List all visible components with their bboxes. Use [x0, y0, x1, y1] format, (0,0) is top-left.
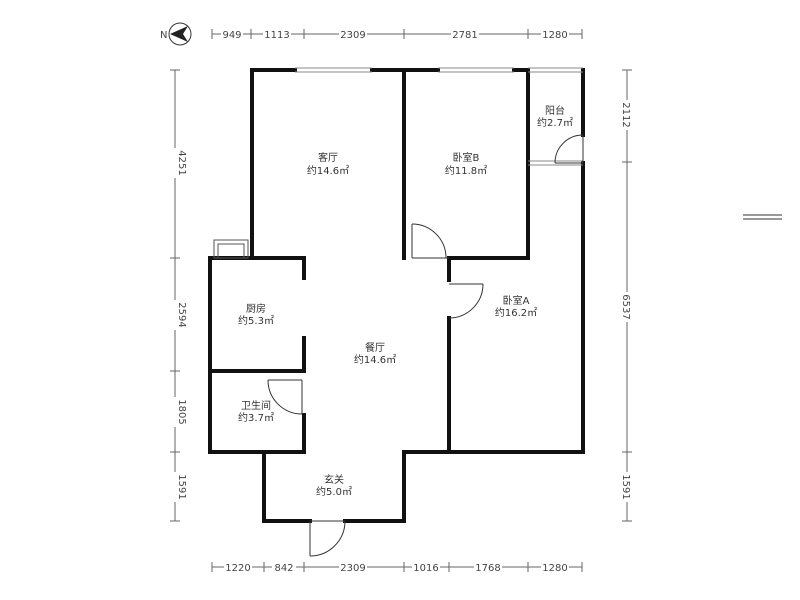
room-area: 约3.7㎡ — [238, 411, 274, 424]
north-arrow-icon — [168, 22, 192, 46]
left-dim-4: 1591 — [176, 474, 187, 499]
right-dim-3: 1591 — [620, 474, 631, 499]
legend-mark — [743, 214, 782, 220]
compass-label: N — [160, 30, 167, 41]
bottom-dim-5: 1768 — [475, 563, 500, 574]
top-dim-4: 2781 — [452, 30, 477, 41]
room-area: 约5.3㎡ — [238, 314, 274, 327]
bottom-dim-6: 1280 — [542, 563, 567, 574]
doors — [267, 134, 584, 557]
room-bedroom-a: 卧室A 约16.2㎡ — [495, 294, 537, 319]
room-living-room: 客厅 约14.6㎡ — [307, 151, 349, 177]
left-dim-1: 4251 — [176, 150, 187, 175]
right-dim-2: 6537 — [620, 294, 631, 319]
room-area: 约11.8㎡ — [445, 164, 487, 177]
room-name: 厨房 — [246, 302, 266, 315]
left-dim-2: 2594 — [176, 302, 187, 327]
left-dimension-line — [169, 69, 181, 522]
windows — [213, 67, 583, 259]
bottom-dimension-line — [211, 561, 583, 573]
bottom-dim-2: 842 — [274, 563, 293, 574]
room-area: 约16.2㎡ — [495, 306, 537, 319]
top-dim-5: 1280 — [542, 30, 567, 41]
top-dim-2: 1113 — [264, 30, 289, 41]
room-name: 卧室B — [453, 151, 480, 164]
room-name: 阳台 — [545, 104, 565, 117]
room-bedroom-b: 卧室B 约11.8㎡ — [445, 151, 487, 177]
room-name: 卧室A — [503, 294, 530, 307]
room-area: 约5.0㎡ — [316, 485, 352, 498]
bottom-dim-3: 2309 — [340, 563, 365, 574]
room-area: 约2.7㎡ — [537, 116, 573, 129]
left-dim-3: 1805 — [176, 399, 187, 424]
top-dim-1: 949 — [222, 30, 241, 41]
room-name: 餐厅 — [365, 341, 385, 354]
room-area: 约14.6㎡ — [307, 164, 349, 177]
room-entrance: 玄关 约5.0㎡ — [316, 473, 352, 498]
room-kitchen: 厨房 约5.3㎡ — [238, 302, 274, 327]
bottom-dim-1: 1220 — [225, 563, 250, 574]
bottom-dim-4: 1016 — [413, 563, 438, 574]
room-name: 客厅 — [318, 151, 338, 164]
top-dim-3: 2309 — [340, 30, 365, 41]
room-bathroom: 卫生间 约3.7㎡ — [238, 399, 274, 424]
top-dimension-line — [211, 28, 583, 40]
room-name: 卫生间 — [241, 399, 271, 412]
right-dimension-line — [621, 69, 633, 522]
room-dining-room: 餐厅 约14.6㎡ — [354, 341, 396, 366]
room-balcony: 阳台 约2.7㎡ — [537, 104, 573, 129]
right-dim-1: 2112 — [620, 102, 631, 127]
room-name: 玄关 — [324, 473, 344, 486]
room-area: 约14.6㎡ — [354, 353, 396, 366]
